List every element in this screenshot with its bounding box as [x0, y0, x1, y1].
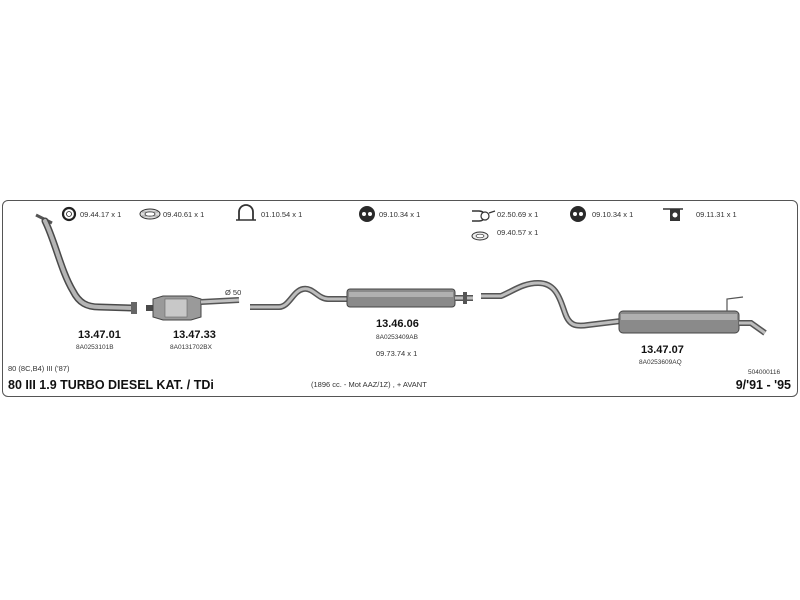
oem-number: 8A0131702BX — [170, 344, 212, 351]
part-number: 13.47.01 — [78, 329, 121, 341]
accessory-label: 09.40.57 x 1 — [497, 228, 539, 237]
model-code: 80 (8C,B4) III ('87) — [8, 364, 70, 373]
middle-silencer-13-46-06 — [250, 285, 473, 310]
accessory-label: 09.10.34 x 1 — [592, 210, 634, 219]
part-number: 13.47.33 — [173, 329, 216, 341]
accessory-label: 09.40.61 x 1 — [163, 210, 205, 219]
gasket-ring-icon — [471, 231, 489, 241]
ring-clamp-icon — [61, 206, 77, 222]
oem-number: 8A0253101B — [76, 344, 114, 351]
reference-code: 504000116 — [748, 369, 781, 376]
exhaust-system-drawing — [35, 204, 767, 336]
rubber-hanger-icon — [570, 206, 586, 222]
front-pipe-13-47-01 — [35, 213, 137, 314]
catalytic-converter-13-47-33 — [146, 295, 240, 321]
oem-number: 8A0253409AB — [376, 334, 418, 341]
accessory-label: 09.10.34 x 1 — [379, 210, 421, 219]
accessory-label: 09.11.31 x 1 — [696, 210, 737, 219]
diameter-label: Ø 50 — [225, 288, 242, 297]
engine-spec: (1896 cc. - Mot AAZ/1Z) , + AVANT — [311, 380, 427, 389]
bracket-hanger-icon — [663, 208, 683, 221]
accessory-label: 02.50.69 x 1 — [497, 210, 539, 219]
production-years: 9/'91 - '95 — [735, 378, 791, 392]
accessory-label: 01.10.54 x 1 — [261, 210, 303, 219]
vehicle-title: 80 III 1.9 TURBO DIESEL KAT. / TDi — [8, 378, 214, 392]
rear-silencer-13-47-07 — [481, 279, 767, 336]
u-bolt-clamp-icon — [236, 204, 256, 221]
accessory-extra: 09.73.74 x 1 — [376, 349, 418, 358]
exhaust-diagram-sheet: 09.44.17 x 1 09.40.61 x 1 01.10.54 x 1 0… — [2, 200, 798, 397]
band-clamp-icon — [472, 210, 496, 222]
gasket-icon — [139, 208, 161, 220]
part-number: 13.46.06 — [376, 318, 419, 330]
rubber-hanger-icon — [359, 206, 375, 222]
accessory-label: 09.44.17 x 1 — [80, 210, 122, 219]
oem-number: 8A0253609AQ — [639, 359, 682, 366]
part-number: 13.47.07 — [641, 344, 684, 356]
